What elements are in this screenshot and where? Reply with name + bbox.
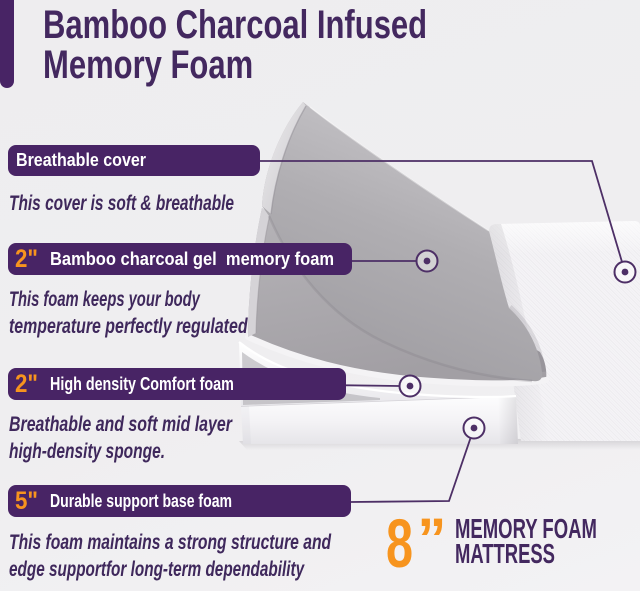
page-title: Bamboo Charcoal Infused Memory Foam [43,5,539,85]
title-line-2: Memory Foam [43,43,254,87]
title-accent-bar [0,0,14,88]
title-line-1: Bamboo Charcoal Infused [43,3,428,47]
footer-size-number: 8 [386,505,414,582]
caption-breathable-cover: This cover is soft & breathable [9,190,315,217]
footer-size-quote: ” [417,507,447,572]
footer-product-size: 8” MEMORY FOAM MATTRESS [386,509,640,578]
banner-label: Durable support base foam [49,490,232,511]
label-banner-gel-memory-foam: 2" Bamboo charcoal gel memory foam [8,243,352,275]
label-banner-breathable-cover: Breathable cover [8,145,260,176]
caption-gel-memory-foam: This foam keeps your body temperature pe… [9,286,324,340]
layer-size: 2" [15,369,39,398]
label-banner-support-base-foam: 5" Durable support base foam [8,485,351,517]
caption-line: high-density sponge. [9,440,166,463]
label-banner-comfort-foam: 2" High density Comfort foam [8,368,346,400]
layer-size: 5" [15,486,39,515]
caption-comfort-foam: Breathable and soft mid layer high-densi… [9,411,303,465]
layer-size: 2" [15,244,39,273]
caption-support-base-foam: This foam maintains a strong structure a… [9,529,441,583]
footer-product-name: MEMORY FOAM MATTRESS [454,513,597,569]
banner-label: Bamboo charcoal gel memory foam [49,248,334,269]
banner-label: Breathable cover [16,150,147,170]
banner-label: High density Comfort foam [49,373,234,394]
caption-line: This foam keeps your body [9,288,200,311]
caption-line: This foam maintains a strong structure a… [9,531,332,554]
caption-line: This cover is soft & breathable [9,192,235,215]
caption-line: Breathable and soft mid layer [9,413,232,436]
caption-line: edge supportfor long-term dependability [9,558,305,581]
caption-line: temperature perfectly regulated [9,315,248,338]
